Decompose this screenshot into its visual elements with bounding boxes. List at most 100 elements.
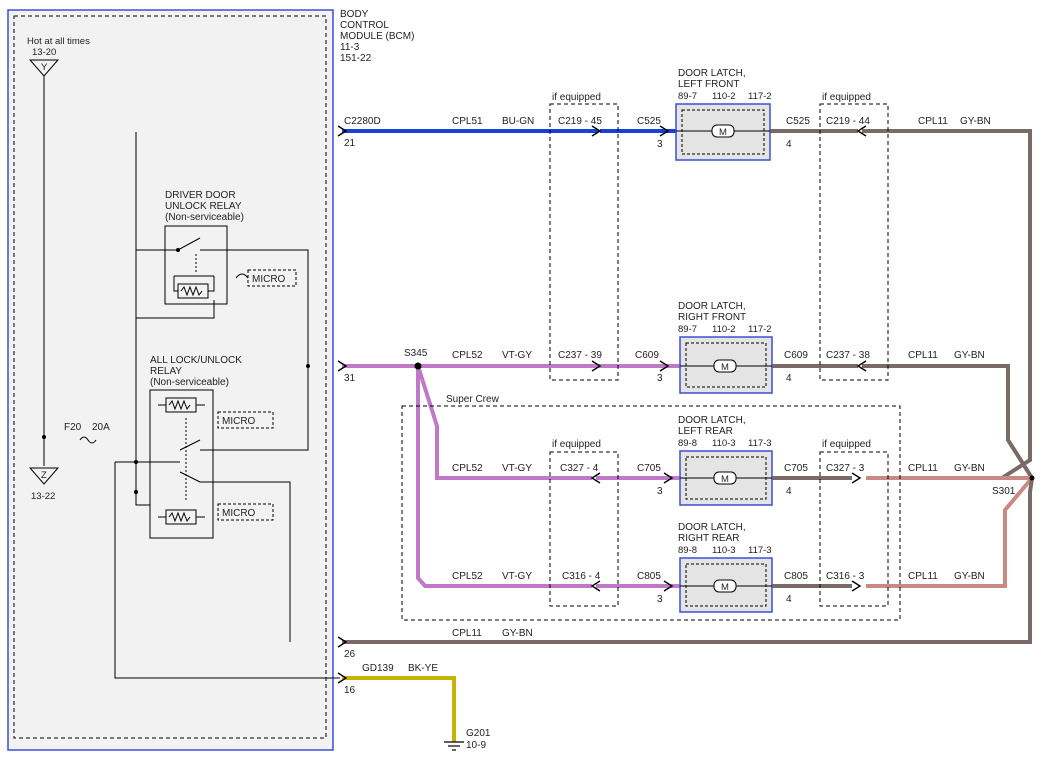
rf-pin4: 4 xyxy=(786,373,792,384)
rr-c805-out: C805 xyxy=(784,571,808,582)
fuse-rating: 20A xyxy=(92,422,110,433)
hot-label: Hot at all times xyxy=(27,36,90,47)
driver-relay-line-3: (Non-serviceable) xyxy=(165,212,244,223)
wire-label-cpl51: CPL51 xyxy=(452,116,483,127)
pin-31: 31 xyxy=(344,373,356,384)
ground-path xyxy=(114,462,340,679)
rf-ref-3: 117-2 xyxy=(748,324,772,335)
rf-ref-1: 89-7 xyxy=(678,324,697,335)
lf-pin4: 4 xyxy=(786,139,792,150)
rr-c805-in: C805 xyxy=(637,571,661,582)
wire-label-gd139: GD139 xyxy=(362,663,394,674)
ground-name: G201 xyxy=(466,728,491,739)
if-equipped-boxes: if equipped if equipped if equipped if e… xyxy=(549,92,889,607)
lr-motor: M xyxy=(721,474,729,485)
bcm-module: BODY CONTROL MODULE (BCM) 11-3 151-22 Ho… xyxy=(7,9,414,751)
door-latch-left-rear: DOOR LATCH, LEFT REAR 89-8 110-3 117-3 M… xyxy=(637,415,808,506)
all-relay-feed xyxy=(135,318,150,506)
bcm-title-1: BODY xyxy=(340,9,369,20)
c219-45-arrow xyxy=(591,125,602,137)
fuse-name: F20 xyxy=(64,422,82,433)
rf-pin3: 3 xyxy=(657,373,663,384)
rr-pin4: 4 xyxy=(786,594,792,605)
wire-label-bk-ye: BK-YE xyxy=(408,663,438,674)
lr-pin4: 4 xyxy=(786,486,792,497)
lr-name-1: DOOR LATCH, xyxy=(678,415,746,426)
bcm-title-4: 11-3 xyxy=(340,42,360,53)
rf-c609-in: C609 xyxy=(635,350,659,361)
super-crew-label: Super Crew xyxy=(446,394,500,405)
rf-name-2: RIGHT FRONT xyxy=(678,312,746,323)
rf-name-1: DOOR LATCH, xyxy=(678,301,746,312)
bcm-border xyxy=(7,9,334,751)
rf-inner-box xyxy=(685,342,767,388)
if-equipped-right-lower: if equipped xyxy=(822,439,871,450)
lf-name-2: LEFT FRONT xyxy=(678,79,739,90)
driver-relay-micro-link xyxy=(235,273,249,279)
rr-ref-2: 110-3 xyxy=(712,545,736,556)
lf-name-1: DOOR LATCH, xyxy=(678,68,746,79)
relay-junction-node xyxy=(306,364,310,368)
if-equipped-box-right-lower xyxy=(819,451,889,607)
driver-relay-line-2: UNLOCK RELAY xyxy=(165,201,242,212)
bcm-pin-arrows xyxy=(337,125,348,684)
all-relay-line-3: (Non-serviceable) xyxy=(150,377,229,388)
all-relay-node-2 xyxy=(134,490,138,494)
ground-ref: 13-22 xyxy=(31,491,55,502)
all-relay-micro-box-top xyxy=(217,411,274,429)
wire-rf-gy-bn-b xyxy=(862,364,1034,480)
c316-4-arrow xyxy=(590,580,601,592)
c609-in-arrow xyxy=(659,360,670,372)
label-c219-45: C219 - 45 xyxy=(558,116,602,127)
rf-ref-2: 110-2 xyxy=(712,324,736,335)
power-source-triangle xyxy=(28,59,60,77)
wire-label-lr-vt-gy: VT-GY xyxy=(502,463,532,474)
if-equipped-left-upper: if equipped xyxy=(552,92,601,103)
wire-label-bu-gn: BU-GN xyxy=(502,116,534,127)
wires xyxy=(342,129,1034,742)
rr-name-1: DOOR LATCH, xyxy=(678,522,746,533)
lf-inner-box xyxy=(681,109,765,155)
label-c219-44: C219 - 44 xyxy=(826,116,870,127)
c327-3-arrow xyxy=(851,472,862,484)
all-relay-coil-bottom-zigzag xyxy=(168,511,191,523)
wire-label-lr-gy-bn: GY-BN xyxy=(954,463,985,474)
c237-39-arrow xyxy=(591,360,602,372)
door-latch-right-rear: DOOR LATCH, RIGHT REAR 89-8 110-3 117-3 … xyxy=(637,522,808,613)
driver-relay-coil-zigzag xyxy=(180,285,203,297)
bcm-title-3: MODULE (BCM) xyxy=(340,31,414,42)
all-relay-line-1: ALL LOCK/UNLOCK xyxy=(150,355,242,366)
if-equipped-right-upper: if equipped xyxy=(822,92,871,103)
wire-label-lr-cpl52: CPL52 xyxy=(452,463,483,474)
pin21-arrow xyxy=(337,125,348,137)
fuse-symbol xyxy=(79,436,97,444)
wire-cpl52-lr-a xyxy=(416,365,592,480)
lf-motor: M xyxy=(719,127,727,138)
fuse-node xyxy=(42,435,46,439)
lf-ref-3: 117-2 xyxy=(748,91,772,102)
wire-label-rf-cpl11: CPL11 xyxy=(908,350,938,361)
wire-label-rr-cpl52: CPL52 xyxy=(452,571,483,582)
wire-label-lf-gy-bn: GY-BN xyxy=(960,116,991,127)
bcm-title-5: 151-22 xyxy=(340,53,372,64)
c219-44-arrow xyxy=(856,125,867,137)
driver-relay-switch xyxy=(135,132,201,251)
bcm-title-2: CONTROL xyxy=(340,20,389,31)
lf-c525-in: C525 xyxy=(637,116,661,127)
super-crew-box xyxy=(401,405,901,621)
pin-26: 26 xyxy=(344,649,356,660)
lf-c525-out: C525 xyxy=(786,116,810,127)
rr-ref-3: 117-3 xyxy=(748,545,772,556)
pin-21: 21 xyxy=(344,138,356,149)
wire-label-ret-cpl11: CPL11 xyxy=(452,628,482,639)
wire-label-lr-cpl11: CPL11 xyxy=(908,463,938,474)
all-relay-micro-top: MICRO xyxy=(222,416,256,427)
splice-s345 xyxy=(414,362,422,370)
rf-motor-icon xyxy=(713,359,737,373)
rr-motor: M xyxy=(721,582,729,593)
driver-relay-contact xyxy=(176,248,180,252)
all-relay-micro-bottom: MICRO xyxy=(222,508,256,519)
lr-pin3: 3 xyxy=(657,486,663,497)
label-c237-39: C237 - 39 xyxy=(558,350,602,361)
